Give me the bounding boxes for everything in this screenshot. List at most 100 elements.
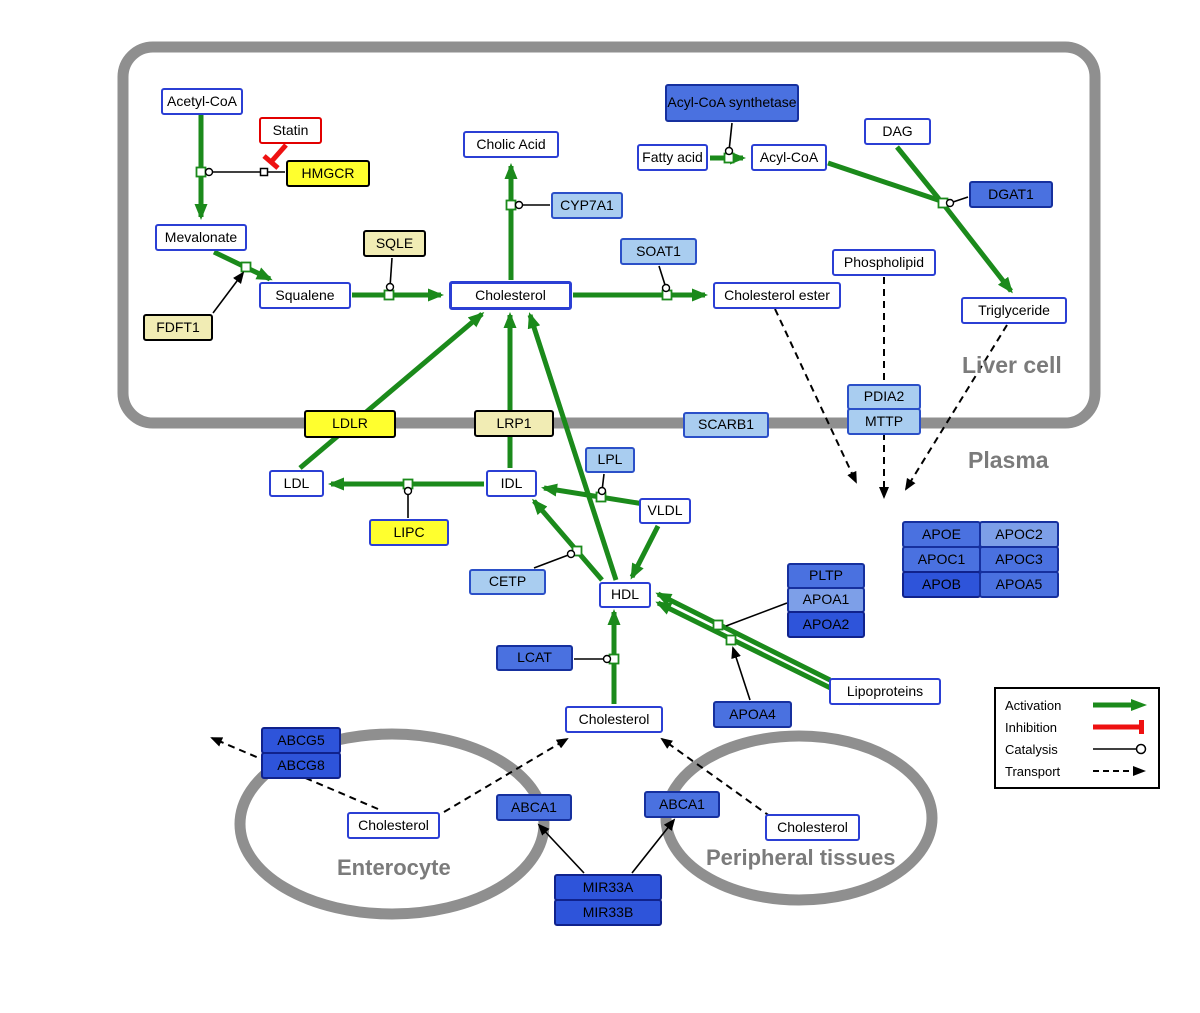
catalysis-node (602, 654, 612, 664)
triglyceride-node[interactable]: Triglyceride (961, 297, 1067, 324)
cholesterol-plasma-node[interactable]: Cholesterol (565, 706, 663, 733)
edge-lipoproteins-hdl-lower (655, 600, 863, 706)
idl-node[interactable]: IDL (486, 470, 537, 497)
edge-regulation-mir33-abca1-right (631, 818, 676, 874)
cholesterol-liver-node[interactable]: Cholesterol (449, 281, 572, 310)
legend-row-transport: Transport (1005, 763, 1149, 779)
reaction-node (240, 261, 252, 273)
apoa4-node[interactable]: APOA4 (713, 701, 792, 728)
apoa5-node[interactable]: APOA5 (979, 571, 1059, 598)
cholic-acid-node[interactable]: Cholic Acid (463, 131, 559, 158)
catalysis-nodes (204, 146, 955, 664)
lpl-node[interactable]: LPL (585, 447, 635, 473)
edge-vldl-idl (541, 483, 645, 507)
cholesterol-ester-node[interactable]: Cholesterol ester (713, 282, 841, 309)
enterocyte-label: Enterocyte (337, 855, 451, 880)
apoa2-node[interactable]: APOA2 (787, 611, 865, 638)
catalysis-circle-icon (1093, 743, 1147, 755)
edge-acylcoa-dgat-junction (827, 160, 942, 204)
legend-transport-label: Transport (1005, 763, 1061, 779)
catalysis-node (566, 549, 576, 559)
fdft1-node[interactable]: FDFT1 (143, 314, 213, 341)
abcg8-node[interactable]: ABCG8 (261, 752, 341, 779)
liver-cell-label: Liver cell (962, 352, 1062, 378)
catalysis-node (661, 283, 671, 293)
liver-cell-membrane (117, 41, 1101, 429)
squalene-node[interactable]: Squalene (259, 282, 351, 309)
abcg5-node[interactable]: ABCG5 (261, 727, 341, 754)
mir33a-node[interactable]: MIR33A (554, 874, 662, 901)
edge-regulation-mir33-abca1-left (537, 823, 585, 874)
edge-vldl-hdl (629, 524, 661, 580)
inhibition-bar-icon (1093, 720, 1144, 734)
edge-catalysis-sqle (389, 257, 393, 288)
mevalonate-node[interactable]: Mevalonate (155, 224, 247, 251)
edge-dag-dgat-junction (895, 145, 941, 201)
edge-junction-triglyceride (942, 203, 1013, 294)
legend-row-inhibition: Inhibition (1005, 719, 1149, 735)
dag-node[interactable]: DAG (864, 118, 931, 145)
edge-catalysis-apoa4 (731, 646, 751, 701)
pltp-node[interactable]: PLTP (787, 563, 865, 589)
sqle-node[interactable]: SQLE (363, 230, 426, 257)
soat1-node[interactable]: SOAT1 (620, 238, 697, 265)
apoc1-node[interactable]: APOC1 (902, 546, 981, 573)
apoc2-node[interactable]: APOC2 (979, 521, 1059, 548)
catalysis-node (514, 200, 524, 210)
edge-catalysis-cetp (533, 553, 572, 569)
activation-arrow-icon (1093, 699, 1147, 711)
edge-catalysis-acylcoa-synthetase (728, 122, 733, 152)
abca1-right-node[interactable]: ABCA1 (644, 791, 720, 818)
ldlr-node[interactable]: LDLR (304, 410, 396, 438)
dgat1-node[interactable]: DGAT1 (969, 181, 1053, 208)
fatty-acid-node[interactable]: Fatty acid (637, 144, 708, 171)
edge-connector-apoa-stack (725, 602, 788, 627)
edge-ldl-cholesterol-uptake (298, 312, 485, 470)
hmgcr-node[interactable]: HMGCR (286, 160, 370, 187)
acetyl-coa-node[interactable]: Acetyl-CoA (161, 88, 243, 115)
edge-transport-cholesterolester-plasma (774, 308, 857, 484)
apoa1-node[interactable]: APOA1 (787, 587, 865, 613)
apob-node[interactable]: APOB (902, 571, 981, 598)
catalysis-node (597, 486, 607, 496)
peripheral-tissues-membrane (660, 730, 938, 906)
apoe-node[interactable]: APOE (902, 521, 981, 548)
catalysis-node (385, 282, 395, 292)
lrp1-node[interactable]: LRP1 (474, 410, 554, 437)
lipoproteins-node[interactable]: Lipoproteins (829, 678, 941, 705)
apoc3-node[interactable]: APOC3 (979, 546, 1059, 573)
transport-dashed-arrow-icon (1093, 766, 1146, 776)
legend-row-activation: Activation (1005, 697, 1149, 713)
reaction-node (725, 634, 737, 646)
edge-transport-triglyceride-plasma (904, 324, 1008, 491)
hdl-node[interactable]: HDL (599, 582, 651, 608)
ldl-node[interactable]: LDL (269, 470, 324, 497)
legend-catalysis-label: Catalysis (1005, 741, 1058, 757)
cholesterol-peripheral-node[interactable]: Cholesterol (765, 814, 860, 841)
phospholipid-node[interactable]: Phospholipid (832, 249, 936, 276)
edge-hdl-cholesterol-uptake (527, 312, 619, 581)
mttp-node[interactable]: MTTP (847, 408, 921, 435)
lipc-node[interactable]: LIPC (369, 519, 449, 546)
mir33b-node[interactable]: MIR33B (554, 899, 662, 926)
scarb1-node[interactable]: SCARB1 (683, 412, 769, 438)
cholesterol-enterocyte-node[interactable]: Cholesterol (347, 812, 440, 839)
abca1-left-node[interactable]: ABCA1 (496, 794, 572, 821)
catalysis-node (724, 146, 734, 156)
pdia2-node[interactable]: PDIA2 (847, 384, 921, 410)
edge-inhibition-statin-hmgcr (269, 143, 288, 164)
legend-row-catalysis: Catalysis (1005, 741, 1149, 757)
cyp7a1-node[interactable]: CYP7A1 (551, 192, 623, 219)
peripheral-tissues-label: Peripheral tissues (706, 845, 896, 870)
lcat-node[interactable]: LCAT (496, 645, 573, 671)
catalysis-node (945, 198, 955, 208)
statin-node[interactable]: Statin (259, 117, 322, 144)
vldl-node[interactable]: VLDL (639, 498, 691, 524)
acyl-coa-node[interactable]: Acyl-CoA (751, 144, 827, 171)
cetp-node[interactable]: CETP (469, 569, 546, 595)
acyl-coa-synthetase-node[interactable]: Acyl-CoA synthetase (665, 84, 799, 122)
legend: Activation Inhibition Catalysis Transpor… (994, 687, 1160, 789)
